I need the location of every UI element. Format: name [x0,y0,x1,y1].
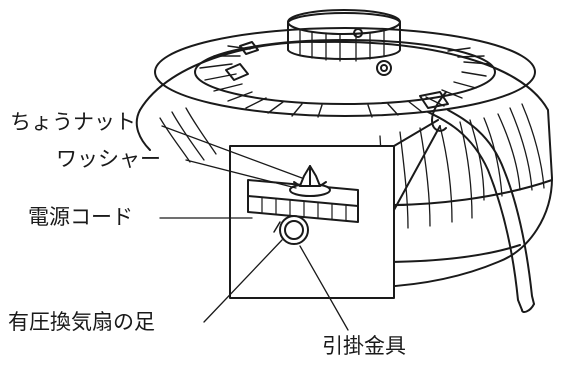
rim-clip-right [419,91,449,109]
hook-wire [431,91,447,132]
label-power-cord: 電源コード [28,205,133,229]
motor-ribs [299,29,385,62]
leader-wing-nut [161,125,303,179]
body-seam [379,179,553,207]
fan-body-left [135,109,151,151]
rim-clip-top [239,41,259,55]
label-hanging-bracket: 引掛金具 [322,334,406,358]
label-fan-foot: 有圧換気扇の足 [8,310,155,334]
strap [427,111,523,311]
fan-body-outline [139,40,553,288]
motor-bolt [376,60,392,76]
rim-clip-left [225,63,249,81]
leader-hook [299,245,349,331]
finned-ring-inner [194,39,496,105]
body-bottom [379,244,521,263]
bracket-teeth [261,197,347,221]
finned-ring [154,27,536,117]
leader-washer [185,159,297,189]
label-washer: ワッシャー [56,147,161,171]
motor-bolt-2 [353,28,363,38]
motor-top [287,9,401,35]
ring-fins [199,45,491,118]
label-wing-nut: ちょうナット [10,110,136,134]
motor-housing [287,12,401,60]
leader-foot [203,239,283,323]
